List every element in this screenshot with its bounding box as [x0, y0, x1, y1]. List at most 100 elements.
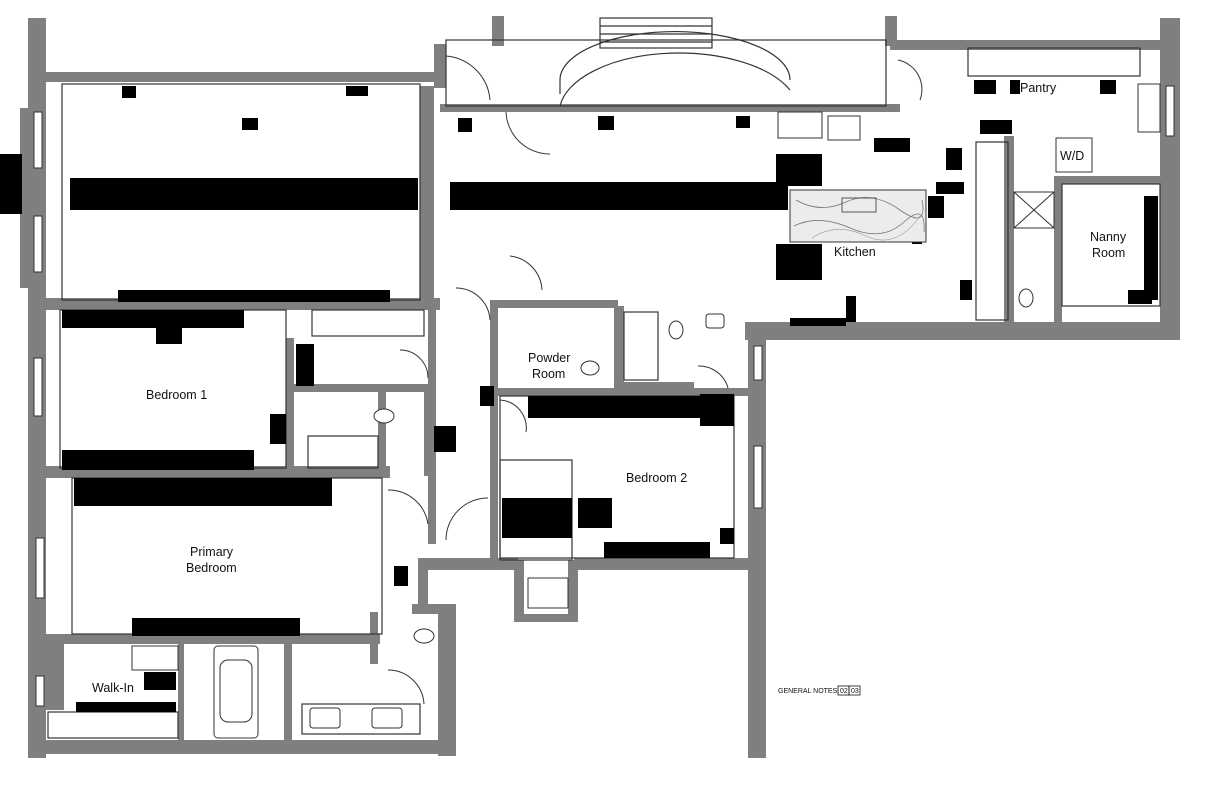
- wall-bath2-bottom: [614, 382, 694, 390]
- door-swing: [399, 349, 429, 379]
- sheet-number-b: 03: [851, 688, 859, 695]
- kitchen-island: [789, 189, 927, 243]
- wall-kitchen-laundry: [1004, 136, 1014, 322]
- door-swing: [387, 669, 425, 705]
- tub-inner: [219, 659, 253, 723]
- wall-bath1-right: [424, 384, 434, 476]
- wall-top-entry-right: [885, 16, 897, 46]
- balcony-block: [0, 154, 22, 214]
- window: [35, 537, 45, 599]
- foyer-curve-inner: [559, 31, 791, 94]
- speaker: [598, 116, 614, 130]
- wall-bedroom2-bottom: [574, 558, 754, 570]
- label-bedroom-1: Bedroom 1: [146, 388, 207, 402]
- window: [33, 215, 43, 273]
- door-swing: [897, 59, 923, 101]
- window: [35, 675, 45, 707]
- room-labels: Pantry W/D Nanny Room Kitchen Powder Roo…: [92, 81, 1127, 695]
- wall-primary-bath-box: [370, 612, 378, 664]
- marble-vein: [793, 213, 925, 235]
- bedroom2-bottom-band: [604, 542, 710, 558]
- wall-nanny-left: [1054, 176, 1062, 322]
- toilet: [413, 628, 435, 644]
- wall-corridor-right: [490, 300, 498, 562]
- door-swing: [455, 287, 491, 321]
- label-primary-bedroom-2: Bedroom: [186, 561, 237, 575]
- label-pantry: Pantry: [1020, 81, 1057, 95]
- foyer-curve: [559, 52, 791, 107]
- wall-bottom-left: [28, 740, 456, 754]
- door-swing: [697, 365, 729, 389]
- stair-landing: [599, 17, 713, 49]
- label-nanny-room-2: Room: [1092, 246, 1125, 260]
- wall-bath1-top: [290, 384, 430, 392]
- nanny-wardrobe: [1144, 196, 1158, 300]
- sink: [841, 197, 877, 213]
- living-bookshelf-band: [70, 178, 418, 210]
- label-powder-room-1: Powder: [528, 351, 570, 365]
- block: [846, 296, 856, 322]
- kitchen-block: [928, 196, 944, 218]
- corridor-block: [434, 426, 456, 452]
- bedroom2-top-band: [528, 396, 734, 418]
- label-nanny-room-1: Nanny: [1090, 230, 1127, 244]
- kitchen-block: [946, 148, 962, 170]
- speaker: [346, 86, 368, 96]
- wall-bath-column: [438, 606, 456, 756]
- wall-bath1-left: [286, 338, 294, 476]
- fixtures: [131, 83, 1161, 739]
- stair-step: [527, 577, 569, 609]
- wall-closet-outline: [514, 560, 524, 622]
- wall-top-living: [40, 72, 438, 82]
- living-bottom-band: [118, 290, 390, 302]
- vestibule-block: [458, 118, 472, 132]
- entry-vestibule: [445, 39, 887, 107]
- door-swing: [499, 399, 527, 433]
- label-wd: W/D: [1060, 149, 1084, 163]
- wall-right-lower: [748, 330, 766, 758]
- kitchen-block: [936, 182, 964, 194]
- window: [1165, 85, 1175, 137]
- wall-bedroom2-top: [498, 388, 748, 396]
- kitchen-block: [980, 120, 1012, 134]
- washer-dryer: [1055, 137, 1093, 173]
- primary-bath-vanity: [301, 703, 421, 735]
- speaker: [736, 116, 750, 128]
- kitchen-counter-run: [975, 141, 1009, 321]
- wall-stair-bump: [418, 558, 518, 570]
- bedroom1-top-band: [62, 310, 244, 328]
- walls: [20, 16, 1180, 758]
- label-bedroom-2: Bedroom 2: [626, 471, 687, 485]
- kitchen-island-left: [776, 244, 822, 280]
- label-primary-bedroom-1: Primary: [190, 545, 234, 559]
- bedroom1-bottom-band: [62, 450, 254, 470]
- toilet: [1018, 288, 1034, 308]
- sink: [371, 707, 403, 729]
- wall-primary-bath-left: [284, 640, 292, 740]
- wall-living-right: [434, 44, 446, 88]
- corridor-block: [394, 566, 408, 586]
- pantry-block: [1010, 80, 1020, 94]
- toilet: [668, 320, 684, 340]
- walkin-shelf: [76, 702, 176, 712]
- shower-x: [1013, 191, 1055, 229]
- speaker: [122, 86, 136, 98]
- bedroom2-closet-block: [578, 498, 612, 528]
- walkin-block: [144, 672, 176, 690]
- wall-bath1-mid: [378, 390, 386, 476]
- tub-nanny: [1137, 83, 1161, 133]
- bench: [777, 111, 823, 139]
- windows-left: [33, 85, 1175, 707]
- wall-top-pantry: [890, 40, 1180, 50]
- corridor-block: [480, 386, 494, 406]
- window: [753, 445, 763, 509]
- wall-stair-left: [418, 558, 428, 608]
- wall-top-entry-left: [492, 16, 504, 46]
- wall-primary-bottom: [40, 634, 380, 644]
- sheet-box-b: [848, 685, 861, 696]
- vanity: [131, 645, 179, 671]
- wall-closet-right: [568, 560, 578, 622]
- sink: [309, 707, 341, 729]
- wall-closet-bottom: [514, 614, 578, 622]
- wall-top-gallery: [440, 104, 900, 112]
